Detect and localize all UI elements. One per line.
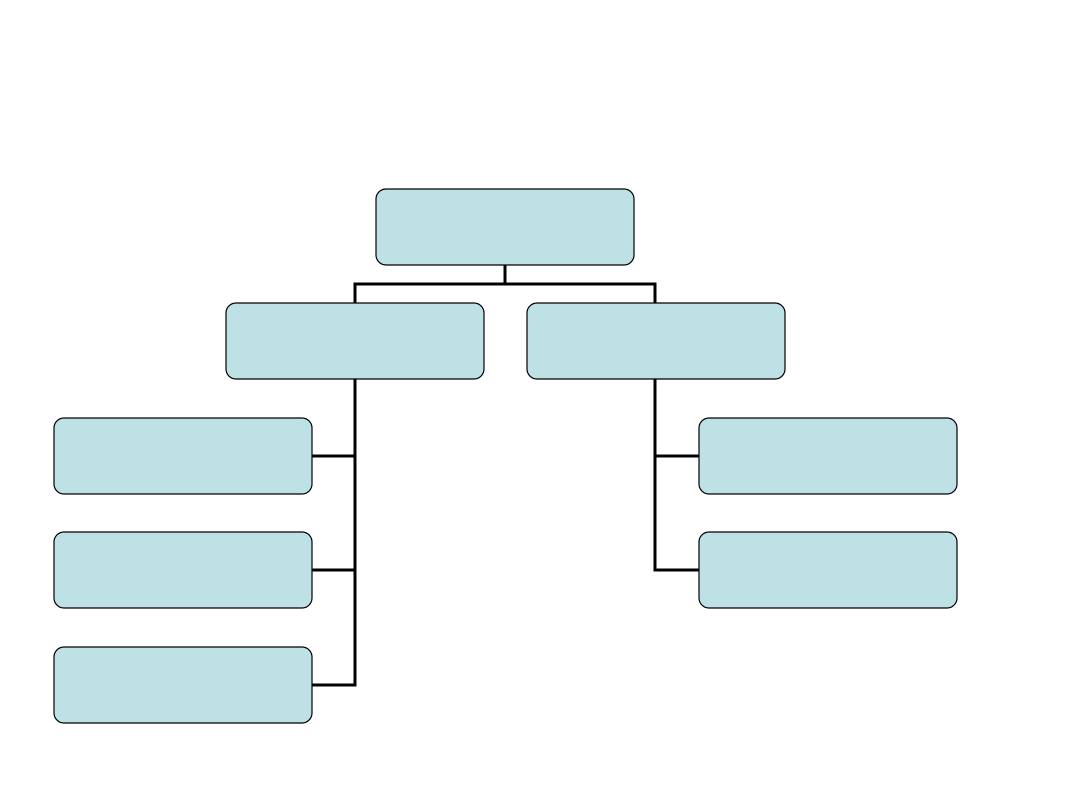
node-right-branch[interactable] [526, 302, 786, 380]
node-root-box [375, 188, 635, 266]
connector-root-to-branches [353, 264, 657, 305]
node-left-branch[interactable] [225, 302, 485, 380]
node-left-child-1-box [53, 417, 313, 495]
node-right-child-1-box [698, 417, 958, 495]
node-left-child-2[interactable] [53, 531, 313, 609]
node-left-child-1[interactable] [53, 417, 313, 495]
node-right-branch-box [526, 302, 786, 380]
node-root[interactable] [375, 188, 635, 266]
node-left-child-2-box [53, 531, 313, 609]
node-left-branch-box [225, 302, 485, 380]
node-left-child-3-box [53, 646, 313, 724]
node-right-child-1[interactable] [698, 417, 958, 495]
node-right-child-2-box [698, 531, 958, 609]
node-right-child-2[interactable] [698, 531, 958, 609]
node-left-child-3[interactable] [53, 646, 313, 724]
connectors [310, 264, 701, 687]
